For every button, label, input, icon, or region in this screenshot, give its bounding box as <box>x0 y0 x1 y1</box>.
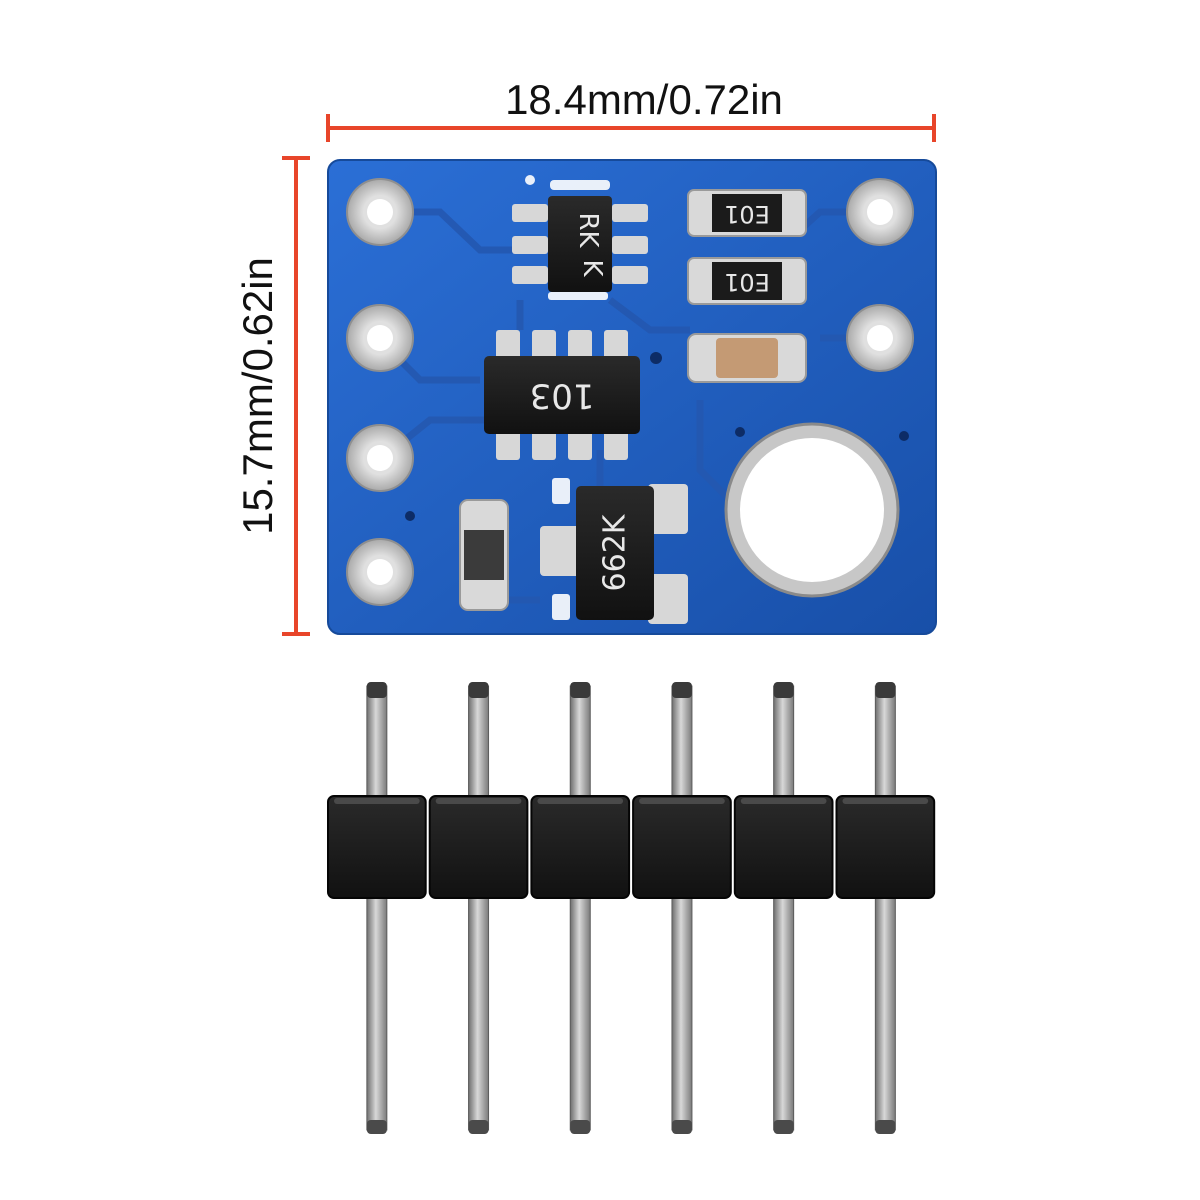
width-dimension: 18.4mm/0.72in <box>326 76 936 142</box>
resistor-top-1-marking: E01 <box>724 200 770 228</box>
transistor: 662K <box>540 484 688 624</box>
pad-left-4 <box>346 538 414 606</box>
transistor-marking: 662K <box>598 513 633 591</box>
silkscreen <box>525 175 610 620</box>
pcb-board: RK K E01 E01 <box>327 159 937 635</box>
header-pin-4 <box>632 682 732 1134</box>
pin-header <box>327 682 936 1134</box>
height-dimension-label: 15.7mm/0.62in <box>234 257 281 535</box>
header-pin-5 <box>733 682 834 1134</box>
header-pin-6 <box>835 682 936 1134</box>
resistor-network: 103 <box>484 330 640 460</box>
header-pin-2 <box>428 682 529 1134</box>
header-pin-3 <box>530 682 631 1134</box>
ic-top-marking: RK <box>573 212 603 248</box>
resistor-top-1: E01 <box>687 189 807 237</box>
width-dimension-label: 18.4mm/0.72in <box>505 76 783 123</box>
resistor-network-marking: 103 <box>530 376 595 416</box>
pad-right-2 <box>846 304 914 372</box>
capacitor <box>687 333 807 383</box>
resistor-bottom <box>459 499 509 611</box>
pad-right-1 <box>846 178 914 246</box>
pad-left-2 <box>346 304 414 372</box>
height-dimension: 15.7mm/0.62in <box>234 156 310 636</box>
pad-left-3 <box>346 424 414 492</box>
ic-top-marking-2: K <box>577 259 607 277</box>
header-pin-1 <box>327 682 427 1134</box>
pcb-pads <box>346 178 914 606</box>
pad-left-1 <box>346 178 414 246</box>
ic-chip-top: RK K <box>512 196 648 292</box>
resistor-top-2-marking: E01 <box>724 268 770 296</box>
vias <box>405 352 909 521</box>
sensor-window <box>724 422 900 598</box>
resistor-top-2: E01 <box>687 257 807 305</box>
